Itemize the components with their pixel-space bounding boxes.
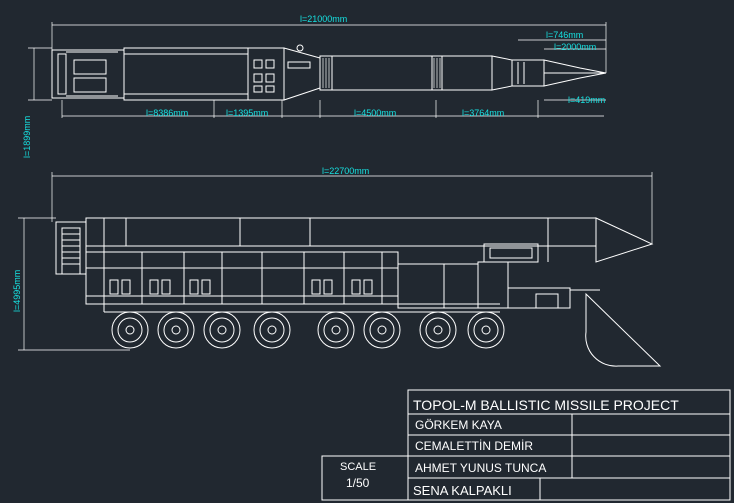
dim-truck-height: l=4995mm (12, 270, 22, 312)
launcher-truck-view (55, 217, 662, 367)
dim-seg-3764: l=3764mm (462, 108, 504, 118)
wheels (111, 311, 505, 349)
scale-label: SCALE (340, 461, 376, 473)
missile-side-view (51, 44, 607, 101)
title-block-frame (321, 389, 731, 501)
scale-value: 1/50 (346, 476, 370, 490)
dim-nose-2000: l=2000mm (554, 42, 596, 52)
author-1: GÖRKEM KAYA (415, 418, 502, 432)
dim-seg-4500: l=4500mm (354, 108, 396, 118)
dim-overall-length: l=21000mm (300, 14, 347, 24)
dim-nose-419: l=419mm (568, 95, 605, 105)
author-4: SENA KALPAKLI (413, 483, 512, 498)
dim-seg-1395: l=1395mm (226, 108, 268, 118)
dim-diameter: l=1899mm (22, 116, 32, 158)
dimension-lines (18, 22, 653, 351)
dim-seg-8386: l=8386mm (146, 108, 188, 118)
dim-truck-length: l=22700mm (322, 166, 369, 176)
project-title: TOPOL-M BALLISTIC MISSILE PROJECT (413, 397, 679, 413)
dim-nose-746: l=746mm (546, 30, 583, 40)
author-3: AHMET YUNUS TUNCA (415, 461, 546, 475)
author-2: CEMALETTİN DEMİR (415, 439, 533, 453)
